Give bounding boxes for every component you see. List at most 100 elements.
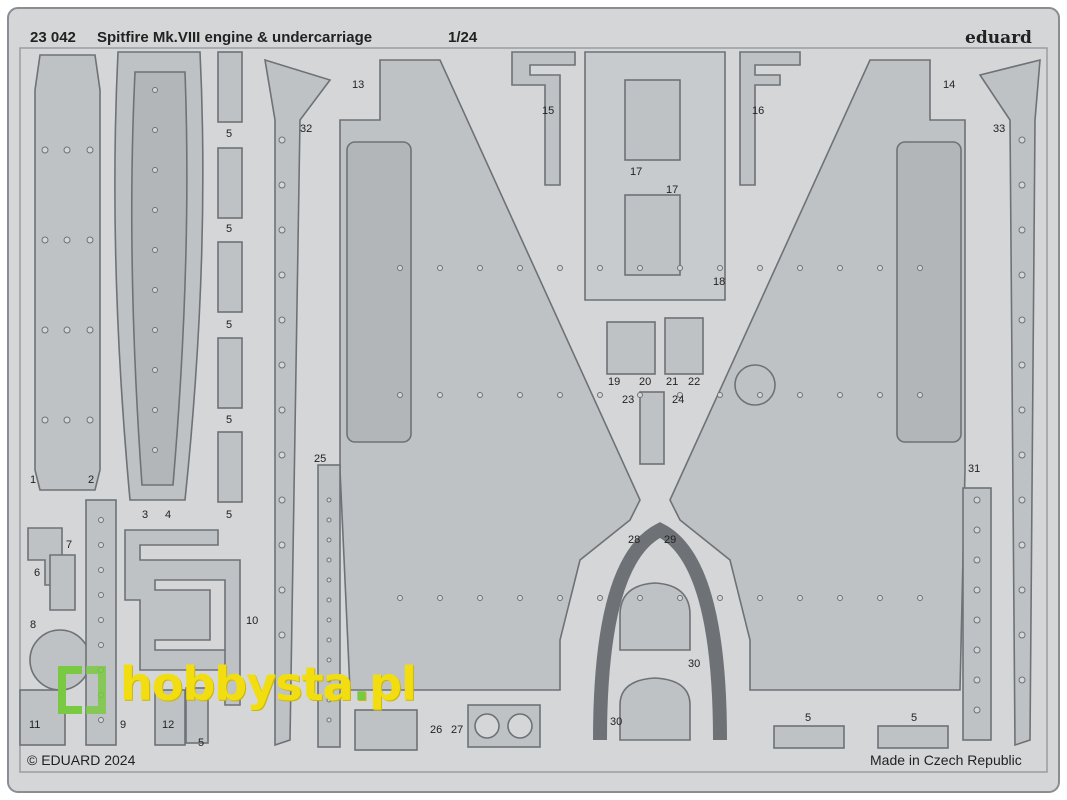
- rivet-hole: [717, 595, 723, 601]
- rivet-hole: [86, 236, 94, 244]
- label-3: 3: [142, 509, 148, 521]
- rivet-hole: [557, 595, 563, 601]
- rivet-hole: [477, 595, 483, 601]
- rivet-hole: [63, 236, 71, 244]
- rivet-hole: [973, 556, 981, 564]
- rivet-hole: [98, 542, 104, 548]
- label-5: 5: [226, 414, 232, 426]
- rivet-hole: [326, 677, 332, 683]
- rivet-hole: [477, 265, 483, 271]
- rivet-hole: [278, 361, 286, 369]
- rivet-hole: [1018, 676, 1026, 684]
- watermark-suffix: pl: [369, 657, 417, 711]
- part-13-frame: [339, 59, 641, 691]
- rivet-hole: [973, 526, 981, 534]
- rivet-hole: [1018, 316, 1026, 324]
- copyright-text: © EDUARD 2024: [27, 752, 136, 768]
- rivet-hole: [757, 392, 763, 398]
- rivet-hole: [152, 167, 158, 173]
- rivet-hole: [437, 595, 443, 601]
- rivet-hole: [973, 676, 981, 684]
- rivet-hole: [837, 595, 843, 601]
- rivet-hole: [326, 557, 332, 563]
- label-10: 10: [246, 615, 258, 627]
- part-5-plate-bottom: [877, 725, 949, 749]
- rivet-hole: [437, 392, 443, 398]
- rivet-hole: [152, 367, 158, 373]
- rivet-hole: [597, 392, 603, 398]
- rivet-hole: [278, 631, 286, 639]
- watermark-name: hobbysta: [120, 657, 354, 711]
- rivet-hole: [98, 717, 104, 723]
- part-7: [49, 554, 76, 611]
- part-5-plate: [217, 241, 243, 313]
- rivet-hole: [557, 265, 563, 271]
- rivet-hole: [973, 586, 981, 594]
- part-labels: 1 2 3 4 5 5 5 5 5 5 5 5 6 7 8 9 10 11 12…: [29, 79, 1005, 749]
- rivet-hole: [557, 392, 563, 398]
- origin-text: Made in Czech Republic: [870, 752, 1022, 768]
- label-20: 20: [639, 376, 651, 388]
- kit-scale: 1/24: [448, 29, 478, 46]
- part-14-window: [896, 141, 962, 443]
- kit-title: Spitfire Mk.VIII engine & undercarriage: [97, 29, 373, 46]
- label-29: 29: [664, 534, 676, 546]
- rivet-hole: [1018, 451, 1026, 459]
- label-30: 30: [688, 658, 700, 670]
- rivet-hole: [1018, 586, 1026, 594]
- label-5: 5: [226, 319, 232, 331]
- rivet-hole: [677, 595, 683, 601]
- rivet-hole: [397, 265, 403, 271]
- rivet-hole: [877, 392, 883, 398]
- rivet-hole: [637, 265, 643, 271]
- rivet-hole: [973, 616, 981, 624]
- rivet-hole: [917, 392, 923, 398]
- rivet-hole: [837, 392, 843, 398]
- rivet-hole: [677, 265, 683, 271]
- part-5-plate: [217, 51, 243, 123]
- rivet-hole: [877, 265, 883, 271]
- rivet-hole: [98, 517, 104, 523]
- watermark-logo-icon: [58, 666, 106, 714]
- rivet-hole: [1018, 406, 1026, 414]
- rivet-hole: [326, 497, 332, 503]
- label-5: 5: [198, 737, 204, 749]
- rivet-hole: [917, 265, 923, 271]
- label-18: 18: [713, 276, 725, 288]
- rivet-hole: [278, 406, 286, 414]
- label-16: 16: [752, 105, 764, 117]
- part-27-ring: [507, 713, 533, 739]
- rivet-hole: [797, 392, 803, 398]
- rivet-hole: [278, 451, 286, 459]
- part-5-plate: [217, 431, 243, 503]
- rivet-hole: [326, 617, 332, 623]
- rivet-hole: [477, 392, 483, 398]
- rivet-hole: [278, 586, 286, 594]
- rivet-hole: [278, 541, 286, 549]
- rivet-hole: [63, 146, 71, 154]
- label-5: 5: [226, 128, 232, 140]
- rivet-hole: [278, 496, 286, 504]
- label-14: 14: [943, 79, 955, 91]
- rivet-hole: [278, 226, 286, 234]
- part-26: [354, 709, 418, 751]
- label-25: 25: [314, 453, 326, 465]
- rivet-hole: [152, 447, 158, 453]
- rivet-hole: [1018, 631, 1026, 639]
- rivet-hole: [41, 416, 49, 424]
- rivet-hole: [1018, 496, 1026, 504]
- part-15-bracket: [511, 51, 576, 186]
- rivet-hole: [86, 326, 94, 334]
- rivet-hole: [877, 595, 883, 601]
- rivet-hole: [98, 592, 104, 598]
- part-3-4-inner: [130, 71, 188, 486]
- rivet-hole: [152, 407, 158, 413]
- rivet-hole: [717, 265, 723, 271]
- rivet-hole: [278, 136, 286, 144]
- rivet-hole: [278, 316, 286, 324]
- label-22: 22: [688, 376, 700, 388]
- rivet-hole: [973, 646, 981, 654]
- rivet-hole: [973, 706, 981, 714]
- rivet-hole: [152, 127, 158, 133]
